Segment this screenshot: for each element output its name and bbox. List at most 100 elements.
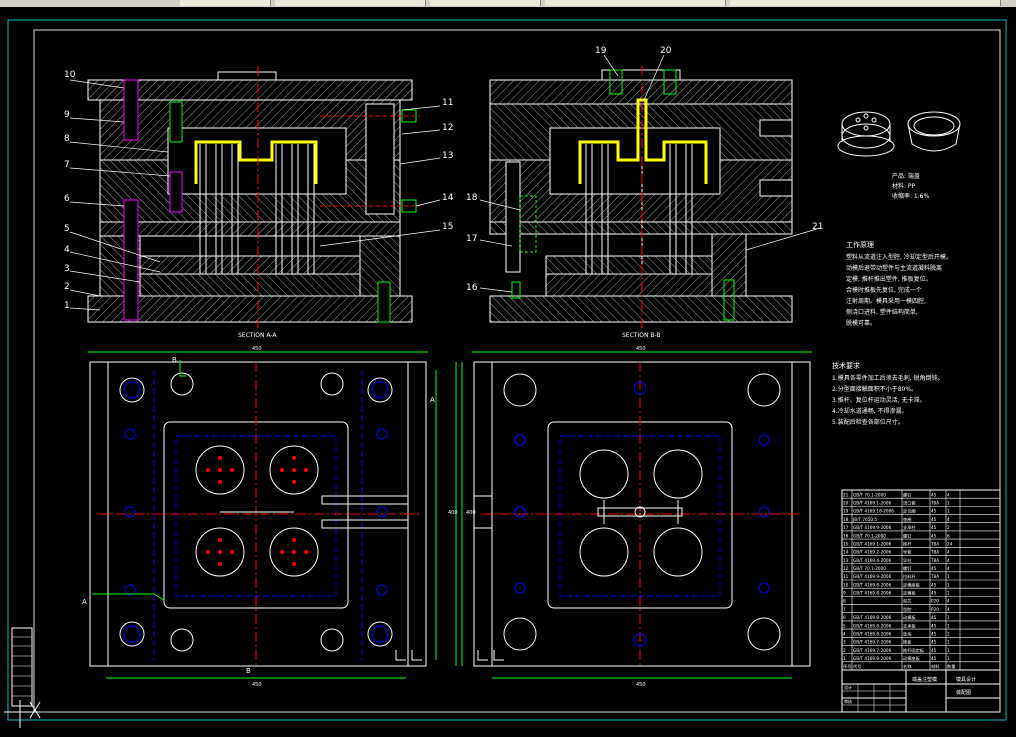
toolbar-segment[interactable]: [180, 0, 271, 6]
title-drawing-name: 装配图: [956, 689, 971, 696]
svg-text:450: 450: [252, 682, 262, 688]
bom-cell: 导柱: [903, 557, 912, 564]
bom-cell: 4: [947, 550, 950, 555]
bom-cell: 45: [931, 582, 937, 587]
callout-19: 19: [595, 46, 607, 56]
callout-18: 18: [466, 193, 478, 203]
callout-13: 13: [442, 151, 453, 161]
bom-cell: 推杆固定板: [903, 647, 925, 654]
svg-text:400: 400: [466, 510, 476, 516]
callout-labels-a: 10 9 8 7 6 5 4 3 2 1 11 12 13 14 15: [64, 70, 454, 311]
bom-cell: 3: [843, 640, 846, 645]
svg-text:B: B: [172, 356, 177, 364]
bom-cell: 45: [931, 591, 937, 596]
callout-4: 4: [64, 245, 70, 255]
bom-cell: 45: [931, 640, 937, 645]
bom-header-cell: 材料: [931, 663, 940, 670]
section-a-view: [87, 66, 420, 330]
toolbar-segment[interactable]: [430, 0, 541, 6]
bom-cell: 45: [931, 517, 937, 522]
bom-cell: 45: [931, 623, 937, 628]
bom-cell: 浇口套: [903, 500, 916, 507]
ucs-icon: [4, 700, 41, 728]
section-b-label: SECTION B-B: [622, 332, 661, 339]
svg-text:2.分型面接触面积不小于80%。: 2.分型面接触面积不小于80%。: [832, 385, 917, 393]
bom-cell: 6: [843, 615, 846, 620]
bom-cell: 11: [843, 574, 849, 579]
svg-text:450: 450: [636, 346, 646, 352]
callout-5: 5: [64, 224, 70, 234]
cad-svg[interactable]: 10 9 8 7 6 5 4 3 2 1 11 12 13 14 15 SECT…: [0, 7, 1016, 733]
svg-text:塑料从流道注入型腔, 冷却定型后开模。: 塑料从流道注入型腔, 冷却定型后开模。: [846, 253, 952, 261]
bom-cell: GB/T 70.1-2000: [853, 566, 886, 571]
bom-cell: GB/T 4169.18-2006: [853, 509, 894, 514]
callout-leaders-a: [69, 79, 441, 311]
svg-text:B: B: [246, 667, 251, 675]
bom-cell: T8A: [930, 574, 939, 579]
svg-text:5.装配后检查各部位尺寸。: 5.装配后检查各部位尺寸。: [832, 418, 904, 426]
callout-labels-b: 19 20 18 17 16 21: [466, 46, 823, 293]
bom-cell: P20: [931, 599, 939, 604]
svg-text:技术要求: 技术要求: [832, 361, 860, 370]
title-company: 模具设计: [956, 676, 976, 683]
title-block: 端盖注塑模 模具设计 装配图 设计 审核: [841, 669, 1001, 713]
bom-cell: 7: [843, 607, 846, 612]
callout-14: 14: [442, 193, 454, 203]
bom-cell: GB/T 4169.8-2006: [853, 615, 892, 620]
svg-text:450: 450: [252, 346, 262, 352]
callout-17: 17: [466, 234, 477, 244]
svg-text:注射周期。模具采用一模四腔,: 注射周期。模具采用一模四腔,: [846, 297, 926, 305]
section-b-view: [489, 66, 793, 330]
bom-cell: 18: [843, 517, 849, 522]
toolbar-segment[interactable]: [545, 0, 726, 6]
toolbar-segment[interactable]: [275, 0, 426, 6]
bom-cell: 1: [843, 656, 846, 661]
bom-cell: 1: [947, 582, 950, 587]
svg-text:450: 450: [636, 682, 646, 688]
bom-cell: 17: [843, 525, 849, 530]
bom-cell: 45: [931, 566, 937, 571]
bom-cell: 14: [843, 550, 849, 555]
section-a-label: SECTION A-A: [238, 332, 277, 339]
title-designer-label: 设计: [844, 684, 852, 690]
bom-cell: GB/T 4169.7-2006: [853, 640, 892, 645]
bom-cell: 1: [947, 623, 950, 628]
bom-cell: 24: [947, 541, 953, 546]
product-iso-view: [837, 111, 961, 157]
svg-text:3.推杆、复位杆运动灵活, 无卡滞。: 3.推杆、复位杆运动灵活, 无卡滞。: [832, 396, 926, 404]
svg-text:A: A: [430, 396, 435, 404]
bom-cell: 4: [843, 631, 846, 636]
bom-cell: 8: [843, 599, 846, 604]
bom-cell: 1: [947, 501, 950, 506]
bom-cell: 19: [843, 509, 849, 514]
bom-cell: 导套: [903, 549, 912, 556]
bom-header-cell: 序号: [843, 663, 851, 670]
callout-10: 10: [64, 70, 76, 80]
svg-text:4.冷却水道通畅, 不得渗漏。: 4.冷却水道通畅, 不得渗漏。: [832, 407, 908, 415]
svg-text:材料: PP: 材料: PP: [892, 182, 916, 190]
plan-view-left: [88, 351, 457, 679]
bom-cell: 21: [843, 492, 849, 497]
bom-cell: 动模板: [903, 614, 916, 621]
callout-11: 11: [442, 98, 453, 108]
callout-12: 12: [442, 123, 453, 133]
bom-cell: 2: [947, 631, 950, 636]
cad-drawing-canvas[interactable]: 10 9 8 7 6 5 4 3 2 1 11 12 13 14 15 SECT…: [0, 7, 1016, 733]
bom-cell: GB/T 4169.8-2006: [853, 623, 892, 628]
svg-text:合模时推板先复位, 完成一个: 合模时推板先复位, 完成一个: [846, 286, 922, 294]
bom-cell: T8A: [930, 550, 939, 555]
bom-cell: 1: [947, 591, 950, 596]
revision-strip: [11, 627, 33, 707]
bom-cell: GB/T 70.1-2000: [853, 492, 886, 497]
svg-text:侧浇口进料, 塑件结构简单,: 侧浇口进料, 塑件结构简单,: [846, 308, 918, 316]
bom-cell: T8A: [930, 558, 939, 563]
bom-cell: JB/T 7650.5: [852, 517, 877, 522]
toolbar-segment[interactable]: [730, 0, 1001, 6]
bom-cell: 1: [947, 574, 950, 579]
bom-cell: 支承柱: [903, 524, 916, 531]
bom-cell: 6: [947, 533, 950, 538]
bom-cell: 支承板: [903, 622, 916, 629]
bom-cell: 12: [843, 566, 849, 571]
bom-cell: GB/T 4169.1-2006: [853, 541, 892, 546]
bom-cell: GB/T 4169.8-2006: [853, 631, 892, 636]
